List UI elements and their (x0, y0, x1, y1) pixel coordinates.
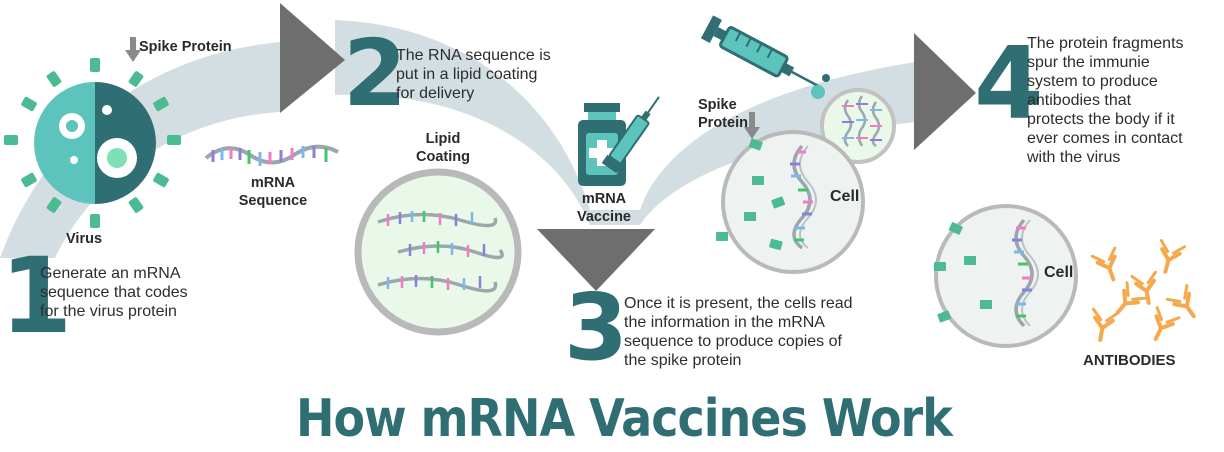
virus-icon (4, 58, 181, 228)
cell-icon (716, 130, 865, 274)
lipid-nanoparticle-icon (354, 168, 522, 336)
mrna-vaccine-line: Vaccine (576, 209, 631, 225)
virus-label: Virus (66, 231, 103, 247)
step-4-text: The protein fragments spur the immunie s… (1027, 34, 1184, 167)
step-text-line: Once it is present, the cells read (624, 295, 853, 312)
syringe-icon (700, 15, 819, 88)
mrna-strand-icon (820, 88, 896, 164)
step-text-line: spur the immunie (1027, 54, 1150, 71)
step-text-line: Generate an mRNA (40, 265, 181, 282)
arrow-icon (280, 3, 345, 113)
step-text-line: the information in the mRNA (624, 314, 825, 331)
spike-protein-line: Spike (698, 97, 737, 113)
step-text-line: with the virus (1027, 149, 1121, 166)
step-number: 2 (343, 20, 408, 127)
step-text-line: ever comes in contact (1027, 130, 1183, 147)
antibodies-label: ANTIBODIES (1083, 352, 1176, 369)
mrna-sequence-line: Sequence (238, 193, 308, 209)
step-text-line: The protein fragments (1027, 35, 1184, 52)
arrow-icon (537, 229, 655, 291)
step-text-line: sequence to produce copies of (624, 333, 842, 350)
antibody-icon (1086, 238, 1206, 347)
mrna-vaccine-label: mRNA Vaccine (566, 190, 642, 226)
step-3-text: Once it is present, the cells read the i… (624, 294, 853, 370)
spike-protein-label: Spike Protein (698, 96, 748, 132)
step-text-line: for the virus protein (40, 303, 177, 320)
step-text-line: The RNA sequence is (396, 47, 551, 64)
lipid-coating-line: Coating (416, 149, 470, 165)
lipid-coating-line: Lipid (425, 131, 461, 147)
step-number: 1 (0, 235, 73, 357)
syringe-icon (601, 96, 660, 174)
step-text-line: the spike protein (624, 352, 742, 369)
droplet-icon (811, 85, 825, 99)
cell-icon (934, 204, 1078, 348)
step-text-line: protects the body if it (1027, 111, 1175, 128)
down-arrow-icon (125, 37, 141, 62)
spike-protein-label: Spike Protein (139, 39, 232, 55)
step-number: 3 (564, 274, 629, 381)
step-2-text: The RNA sequence is put in a lipid coati… (396, 46, 551, 103)
mrna-sequence-line: mRNA (250, 175, 296, 191)
flow-path (335, 20, 915, 225)
mrna-sequence-label: mRNA Sequence (228, 174, 318, 210)
step-text-line: for delivery (396, 85, 475, 102)
step-text-line: put in a lipid coating (396, 66, 538, 83)
cell-label: Cell (1044, 264, 1074, 281)
step-number: 4 (974, 25, 1044, 142)
spike-protein-line: Protein (698, 115, 748, 131)
step-1-text: Generate an mRNA sequence that codes for… (40, 264, 188, 321)
page-title: How mRNA Vaccines Work (296, 388, 953, 449)
droplet-icon (822, 74, 830, 82)
arrow-icon (914, 33, 976, 150)
step-text-line: antibodies that (1027, 92, 1132, 109)
step-text-line: system to produce (1027, 73, 1158, 90)
down-arrow-icon (744, 112, 760, 139)
lipid-coating-label: Lipid Coating (410, 130, 476, 166)
mrna-vaccine-line: mRNA (581, 191, 627, 207)
cell-label: Cell (830, 188, 860, 205)
mrna-strand-icon (204, 144, 339, 166)
step-text-line: sequence that codes (40, 284, 188, 301)
